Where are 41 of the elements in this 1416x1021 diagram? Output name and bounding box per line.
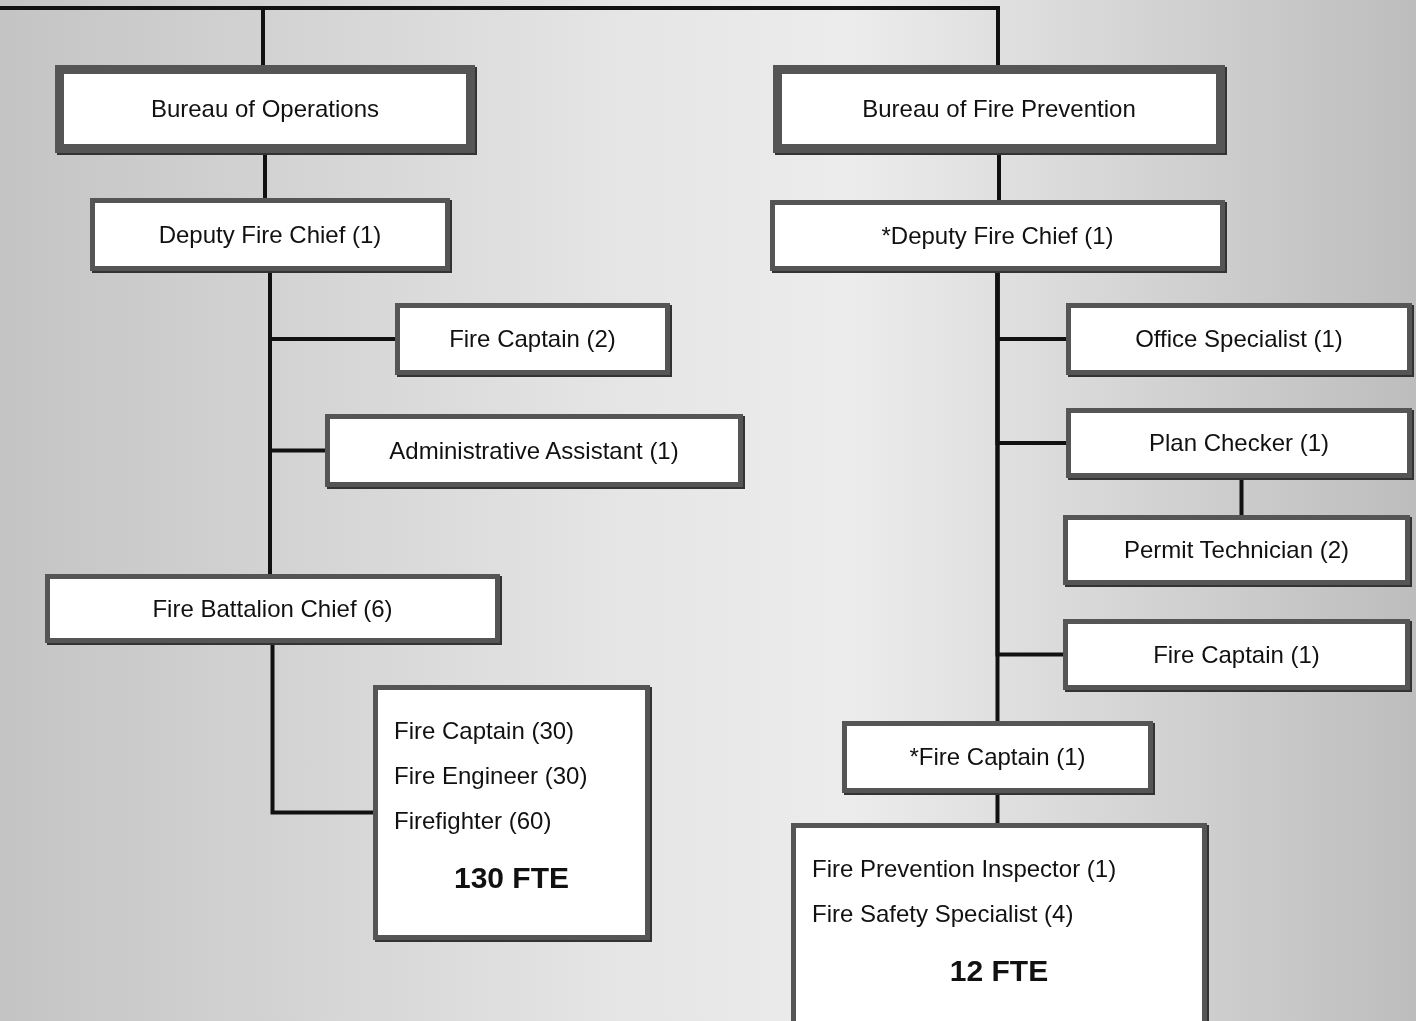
position-box (45, 574, 500, 643)
position-title: Fire Prevention Inspector (1) (812, 854, 1118, 884)
connector-line (268, 271, 272, 574)
position-title: Fire Captain (2) (449, 325, 616, 353)
position-title: Bureau of Fire Prevention (862, 95, 1136, 123)
position-box (90, 198, 450, 271)
position-box (1066, 303, 1412, 375)
position-title: Permit Technician (2) (1124, 536, 1349, 564)
position-box (373, 685, 650, 940)
position-title: Administrative Assistant (1) (389, 436, 679, 465)
connector-line (263, 153, 267, 198)
connector-line (270, 643, 373, 815)
position-box (770, 200, 1225, 271)
position-title: *Fire Captain (1) (909, 743, 1086, 771)
connector-line (997, 153, 1001, 200)
total-fte-label: 130 FTE (452, 860, 571, 896)
connector-line (1239, 478, 1244, 515)
position-title: Fire Safety Specialist (4) (812, 899, 1075, 929)
position-title: Bureau of Operations (150, 95, 380, 123)
position-box (791, 823, 1207, 1021)
position-title: Fire Battalion Chief (6) (152, 594, 393, 623)
position-title: Office Specialist (1) (1135, 325, 1343, 353)
position-box (55, 65, 475, 153)
total-fte-label: 12 FTE (948, 953, 1050, 989)
position-title: *Deputy Fire Chief (1) (881, 221, 1114, 250)
position-title: Deputy Fire Chief (1) (158, 220, 382, 249)
position-title: Fire Engineer (30) (394, 761, 589, 791)
position-box (325, 414, 743, 487)
position-box (1063, 619, 1410, 690)
connector-line (995, 793, 1000, 823)
position-box (842, 721, 1153, 793)
position-title: Plan Checker (1) (1148, 429, 1330, 457)
position-title: Firefighter (60) (394, 806, 553, 836)
connector-line (995, 271, 1000, 721)
position-box (395, 303, 670, 375)
position-title: Fire Captain (1) (1153, 640, 1320, 669)
position-box (1066, 408, 1412, 478)
connector-line (0, 6, 1000, 65)
position-title: Fire Captain (30) (394, 716, 576, 746)
position-box (773, 65, 1225, 153)
position-box (1063, 515, 1410, 585)
